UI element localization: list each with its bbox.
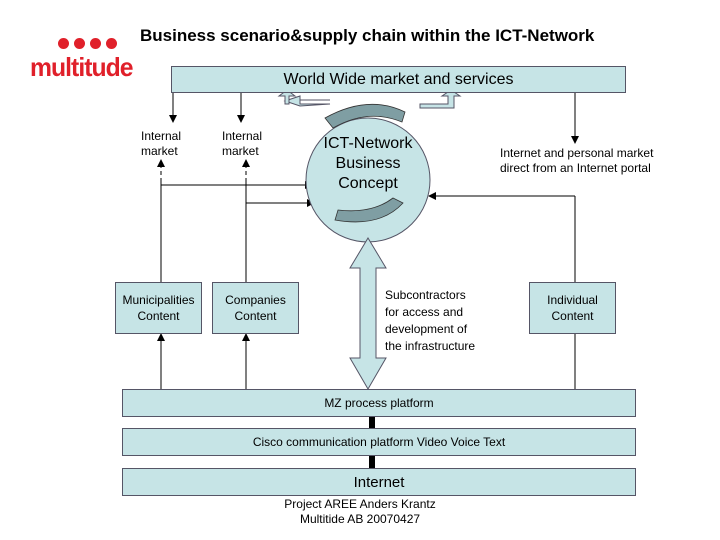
internal-market-1-line1: Internal [141,129,182,143]
circle-line-2: Business [335,155,401,172]
circle-line-1: ICT-Network [323,135,413,152]
block-arrow-right-up-icon [419,89,462,109]
companies-line1: Companies [225,293,286,307]
circle-label: ICT-Network Business Concept [308,134,428,194]
companies-line2: Content [234,309,277,323]
block-arrow-left-icon [283,95,331,107]
block-arrow-left-up-icon [277,89,297,105]
cisco-platform-bar: Cisco communication platform Video Voice… [122,428,636,456]
internal-market-label-1: Internal market [141,129,181,159]
subcontractors-line4: the infrastructure [385,339,476,353]
internal-market-label-2: Internal market [222,129,262,159]
swirl-arrow-bottom-icon [334,197,404,223]
subcontractors-line2: for access and [385,305,464,319]
swirl-arrow-top-icon [324,103,406,129]
internal-market-1-line2: market [141,144,178,158]
internal-market-2-line2: market [222,144,259,158]
municipalities-content-box: Municipalities Content [115,282,202,334]
individual-line2: Content [551,309,594,323]
subcontractors-label: Subcontractors for access and developmen… [385,287,475,355]
world-wide-market-bar: World Wide market and services [171,66,626,93]
double-block-arrow-icon [349,237,387,390]
mz-process-platform-bar: MZ process platform [122,389,636,417]
platform-connector-2 [369,456,375,468]
internet-market-label: Internet and personal market direct from… [500,146,653,176]
logo: multitude [30,52,134,82]
companies-content-box: Companies Content [212,282,299,334]
footer-line2: Multitide AB 20070427 [299,512,421,526]
individual-line1: Individual [547,293,598,307]
platform-connector-1 [369,417,375,428]
internet-bar: Internet [122,468,636,496]
subcontractors-line3: development of [385,322,468,336]
subcontractors-line1: Subcontractors [385,288,466,302]
internet-market-line1: Internet and personal market [500,146,654,160]
footer-line1: Project AREE Anders Krantz [284,497,436,511]
internal-market-2-line1: Internal [222,129,263,143]
municipalities-line1: Municipalities [122,293,195,307]
page-title: Business scenario&supply chain within th… [140,26,595,45]
municipalities-line2: Content [137,309,180,323]
footer: Project AREE Anders Krantz Multitide AB … [240,497,480,527]
circle-line-3: Concept [338,175,398,192]
logo-dots-icon [58,36,122,54]
individual-content-box: Individual Content [529,282,616,334]
internet-market-line2: direct from an Internet portal [500,161,651,175]
